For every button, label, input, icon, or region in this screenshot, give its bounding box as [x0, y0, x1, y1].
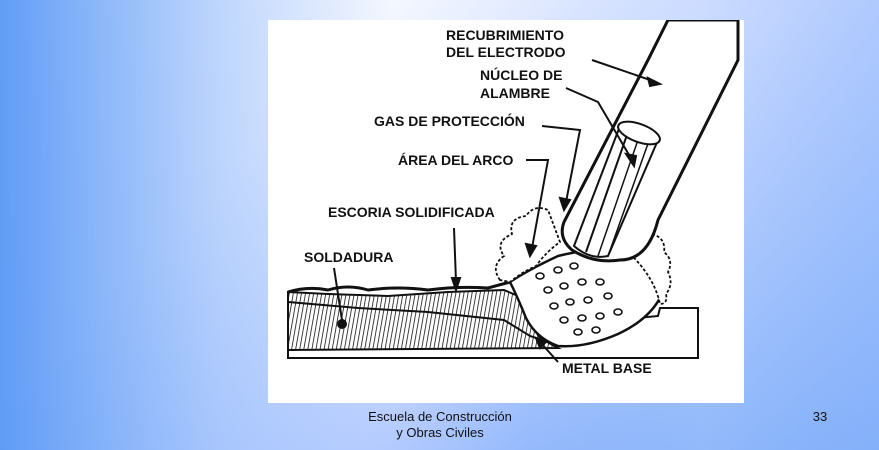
electrode-coating-label-line2: DEL ELECTRODO: [446, 44, 566, 60]
base-metal-label: METAL BASE: [562, 360, 652, 376]
weld-label: SOLDADURA: [304, 249, 393, 265]
shielding-gas-label: GAS DE PROTECCIÓN: [374, 112, 525, 129]
welding-diagram: RECUBRIMIENTO DEL ELECTRODO NÚCLEO DE AL…: [268, 20, 744, 403]
arc-area-label: ÁREA DEL ARCO: [398, 152, 513, 168]
leader-lines: [333, 59, 664, 363]
footer-institution: Escuela de Construcción y Obras Civiles: [350, 409, 530, 441]
electrode-coating-label-line1: RECUBRIMIENTO: [446, 27, 564, 43]
wire-core-label-line2: ALAMBRE: [480, 85, 550, 101]
slag-surface: [287, 280, 511, 294]
wire-core-label-line1: NÚCLEO DE: [480, 66, 562, 83]
electrode: [560, 20, 740, 263]
gas-bubbles: [535, 262, 623, 336]
footer-line-1: Escuela de Construcción: [368, 409, 512, 424]
footer-line-2: y Obras Civiles: [396, 425, 484, 440]
page-number: 33: [812, 409, 828, 424]
solidified-slag-label: ESCORIA SOLIDIFICADA: [328, 204, 495, 220]
welding-diagram-svg: RECUBRIMIENTO DEL ELECTRODO NÚCLEO DE AL…: [287, 20, 740, 376]
